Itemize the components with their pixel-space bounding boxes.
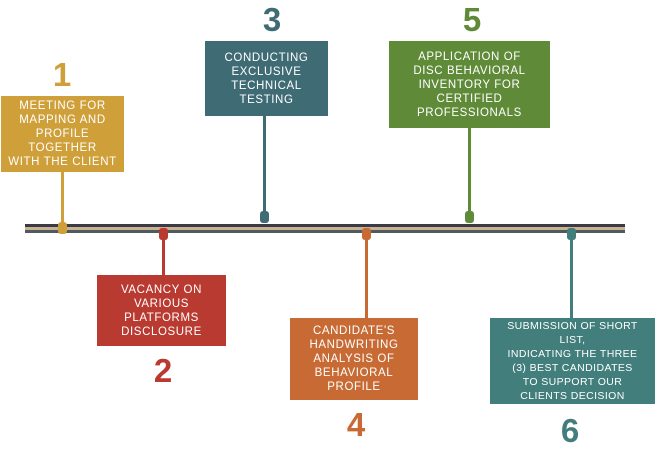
step-6-box: SUBMISSION OF SHORT LIST, INDICATING THE… bbox=[490, 318, 655, 404]
step-5-number: 5 bbox=[462, 1, 482, 38]
step-4-number: 4 bbox=[346, 406, 366, 443]
step-5-connector bbox=[468, 128, 471, 214]
step-6-label: SUBMISSION OF SHORT LIST, INDICATING THE… bbox=[507, 320, 638, 402]
step-3-marker bbox=[260, 211, 269, 223]
step-4-connector bbox=[365, 238, 368, 318]
step-3-label: CONDUCTING EXCLUSIVE TECHNICAL TESTING bbox=[224, 51, 309, 106]
step-2-connector bbox=[162, 238, 165, 275]
step-5-marker bbox=[465, 211, 474, 223]
step-5-box: APPLICATION OF DISC BEHAVIORAL INVENTORY… bbox=[389, 41, 550, 128]
step-6-marker bbox=[567, 228, 576, 240]
step-1-marker bbox=[58, 222, 67, 234]
step-1-box: MEETING FOR MAPPING AND PROFILE TOGETHER… bbox=[1, 96, 124, 172]
step-3-box: CONDUCTING EXCLUSIVE TECHNICAL TESTING bbox=[205, 41, 328, 116]
step-1-number: 1 bbox=[52, 56, 72, 93]
timeline-bar bbox=[25, 224, 625, 233]
step-6-connector bbox=[570, 238, 573, 318]
step-2-number: 2 bbox=[153, 352, 173, 389]
step-2-box: VACANCY ON VARIOUS PLATFORMS DISCLOSURE bbox=[97, 275, 226, 346]
step-1-label: MEETING FOR MAPPING AND PROFILE TOGETHER… bbox=[8, 100, 117, 168]
step-2-label: VACANCY ON VARIOUS PLATFORMS DISCLOSURE bbox=[121, 283, 202, 338]
step-2-marker bbox=[159, 228, 168, 240]
step-1-connector bbox=[61, 172, 64, 224]
step-3-connector bbox=[263, 116, 266, 214]
step-4-label: CANDIDATE'S HANDWRITING ANALYSIS OF BEHA… bbox=[309, 325, 399, 393]
step-4-marker bbox=[362, 228, 371, 240]
step-6-number: 6 bbox=[560, 412, 580, 449]
step-3-number: 3 bbox=[262, 1, 282, 38]
step-4-box: CANDIDATE'S HANDWRITING ANALYSIS OF BEHA… bbox=[290, 318, 418, 400]
step-5-label: APPLICATION OF DISC BEHAVIORAL INVENTORY… bbox=[413, 50, 526, 119]
